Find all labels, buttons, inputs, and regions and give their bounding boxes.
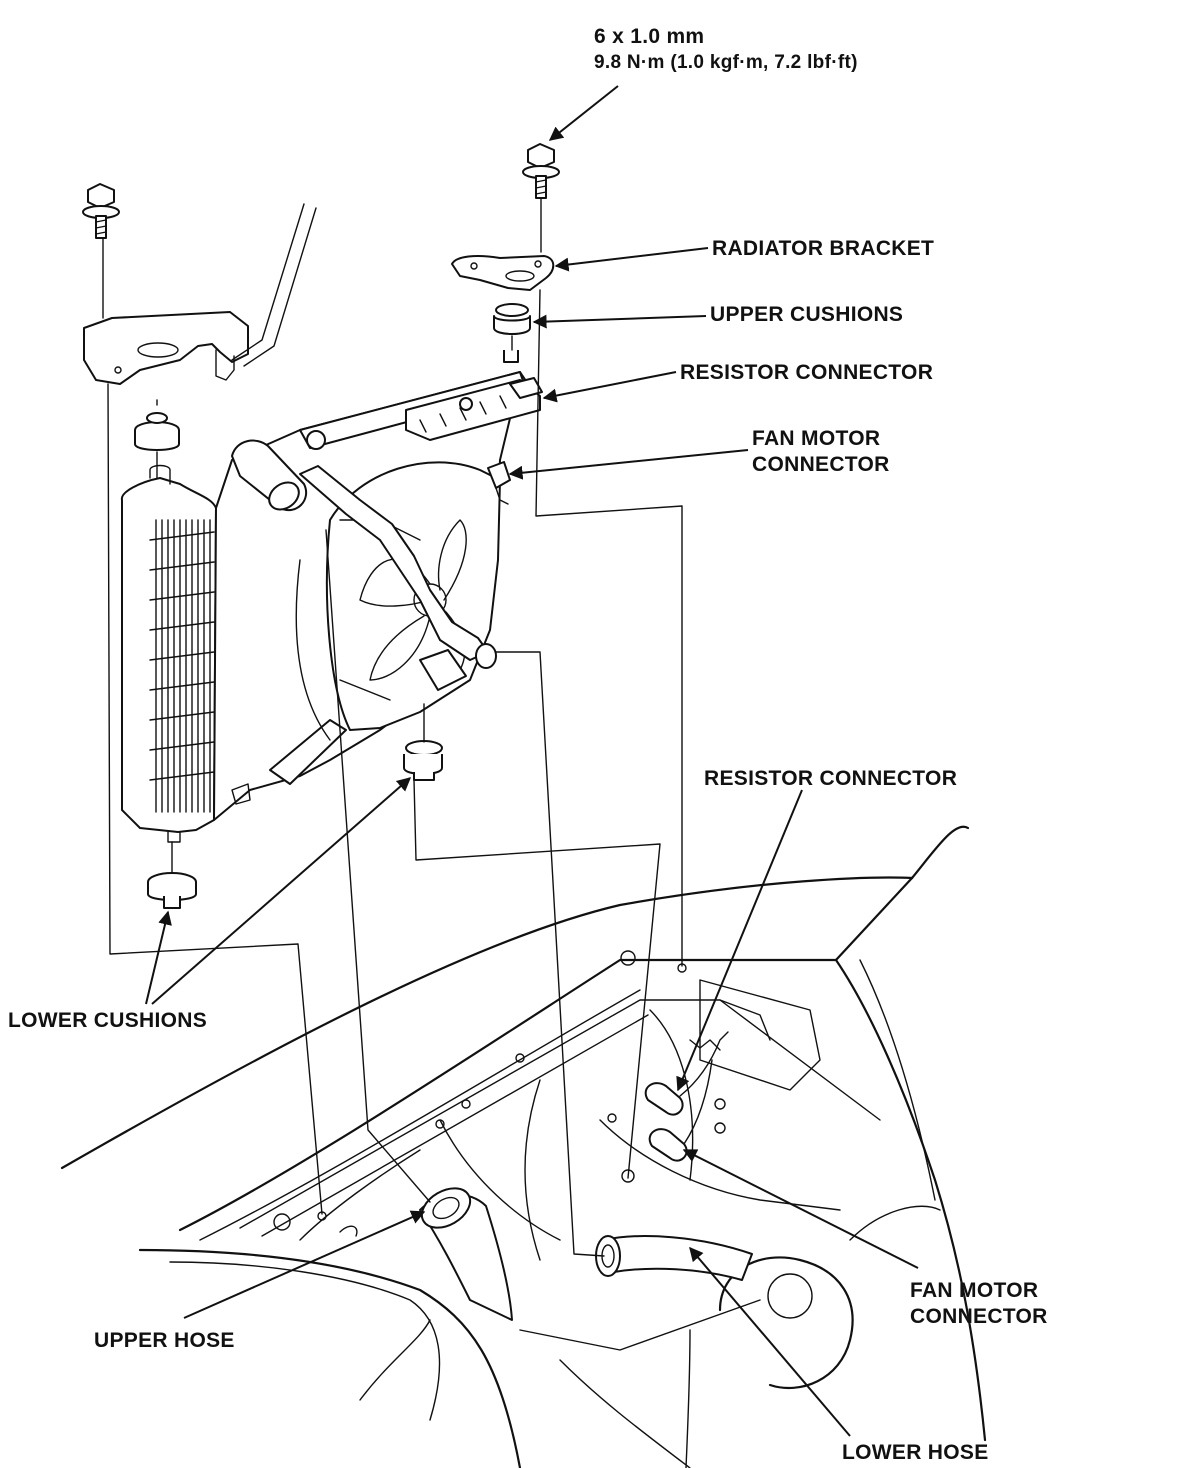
fan-motor-connector-bottom-label-1: FAN MOTOR xyxy=(910,1279,1039,1302)
left-radiator-bracket-art xyxy=(83,203,317,385)
right-upper-cushion-art xyxy=(493,303,531,363)
right-radiator-bracket-art xyxy=(451,255,555,291)
bolt-spec-size-label: 6 x 1.0 mm xyxy=(594,25,705,48)
assembly-lines xyxy=(102,197,683,1257)
left-lower-cushion-art xyxy=(147,872,197,909)
lower-cushions-label: LOWER CUSHIONS xyxy=(8,1009,208,1032)
left-upper-cushion-art xyxy=(134,412,180,451)
left-bolt-art xyxy=(82,183,120,239)
right-lower-cushion-art xyxy=(403,740,443,781)
upper-hose-label: UPPER HOSE xyxy=(94,1329,235,1352)
radiator-bracket-label: RADIATOR BRACKET xyxy=(712,237,935,260)
lower-hose-label: LOWER HOSE xyxy=(842,1441,989,1464)
resistor-connector-bottom-label: RESISTOR CONNECTOR xyxy=(704,767,958,790)
fan-motor-connector-top-label-1: FAN MOTOR xyxy=(752,427,881,450)
bolt-spec-torque-label: 9.8 N·m (1.0 kgf·m, 7.2 lbf·ft) xyxy=(594,52,858,73)
upper-hose-art xyxy=(419,1187,513,1321)
leader-lines xyxy=(145,85,919,1437)
fan-motor-connector-top-label-2: CONNECTOR xyxy=(752,453,890,476)
upper-cushions-label: UPPER CUSHIONS xyxy=(710,303,904,326)
resistor-connector-top-label: RESISTOR CONNECTOR xyxy=(680,361,934,384)
engine-bay-body xyxy=(60,825,987,1468)
fan-shroud-art xyxy=(295,377,543,741)
fan-motor-connector-bottom-label-2: CONNECTOR xyxy=(910,1305,1048,1328)
lower-hose-art xyxy=(595,1235,753,1281)
right-bolt-art xyxy=(522,143,560,199)
bay-connectors xyxy=(644,1031,729,1162)
